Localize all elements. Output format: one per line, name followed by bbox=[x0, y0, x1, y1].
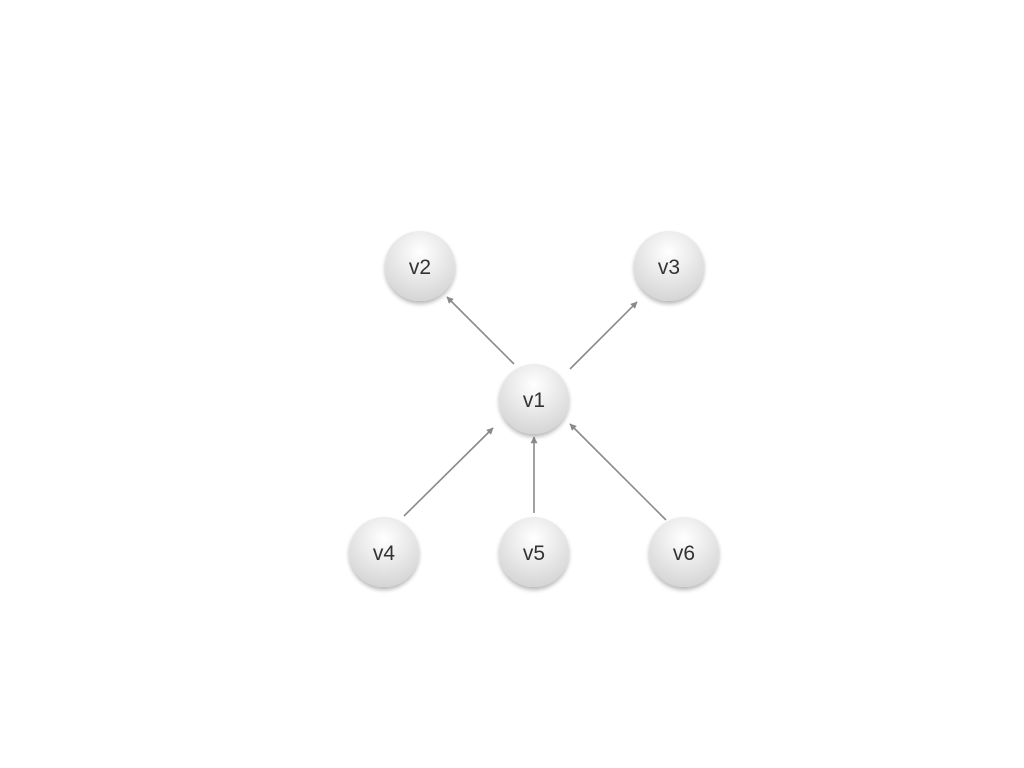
edges-layer bbox=[403, 296, 667, 521]
node-v2: v2 bbox=[385, 231, 455, 301]
nodes-layer: v1 v2 v3 v4 v5 v6 bbox=[349, 231, 719, 587]
node-label-v5: v5 bbox=[523, 542, 545, 565]
edge-v1-v2 bbox=[446, 296, 515, 365]
node-v6: v6 bbox=[649, 517, 719, 587]
edge-v1-v3 bbox=[569, 301, 638, 370]
node-v3: v3 bbox=[634, 231, 704, 301]
node-label-v4: v4 bbox=[373, 542, 396, 565]
node-label-v6: v6 bbox=[673, 542, 695, 565]
node-v1: v1 bbox=[499, 364, 569, 434]
node-label-v3: v3 bbox=[658, 256, 680, 279]
node-v4: v4 bbox=[349, 517, 419, 587]
edge-v4-v1 bbox=[403, 427, 494, 517]
node-label-v2: v2 bbox=[409, 256, 431, 279]
edge-v6-v1 bbox=[569, 423, 667, 521]
node-label-v1: v1 bbox=[523, 389, 545, 412]
node-v5: v5 bbox=[499, 517, 569, 587]
